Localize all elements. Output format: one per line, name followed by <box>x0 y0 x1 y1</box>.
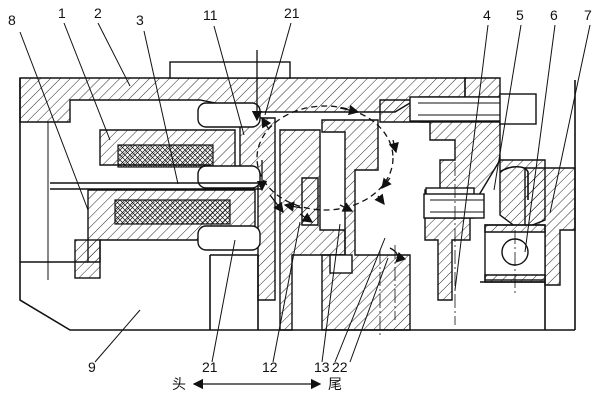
label-part-8: 8 <box>8 12 16 28</box>
label-part-6: 6 <box>550 7 558 23</box>
bolt-upper <box>409 93 537 125</box>
label-part-5: 5 <box>516 7 524 23</box>
rotor-hub-part-13 <box>321 119 411 331</box>
label-part-4: 4 <box>483 7 491 23</box>
sleeve-part-3 <box>50 182 262 190</box>
label-part-21-bottom: 21 <box>202 359 218 375</box>
direction-indicator: 头 尾 <box>172 377 342 393</box>
end-cap-part-7 <box>499 80 576 330</box>
stator-core-part-1 <box>99 129 236 181</box>
outer-case <box>19 78 90 331</box>
direction-tail-label: 尾 <box>328 377 342 393</box>
label-part-3: 3 <box>136 12 144 28</box>
label-part-11: 11 <box>203 7 218 23</box>
leader-lines <box>19 22 591 363</box>
shaft-part-9 <box>20 254 575 331</box>
label-part-2: 2 <box>94 5 102 21</box>
flux-loop <box>256 104 399 212</box>
label-part-12: 12 <box>262 359 278 375</box>
label-part-13: 13 <box>314 359 330 375</box>
stator-core-part-8 <box>74 189 256 279</box>
label-part-9: 9 <box>88 359 96 375</box>
label-part-21-top: 21 <box>284 5 300 21</box>
part-labels: 8 1 2 3 11 21 4 5 6 7 9 21 12 13 22 <box>8 5 592 375</box>
force-arrows <box>251 50 407 263</box>
label-part-7: 7 <box>584 7 592 23</box>
label-part-1: 1 <box>58 5 66 21</box>
label-part-22: 22 <box>332 359 348 375</box>
centerlines <box>379 140 516 335</box>
bolt-lower <box>423 193 485 219</box>
direction-head-label: 头 <box>172 377 186 393</box>
